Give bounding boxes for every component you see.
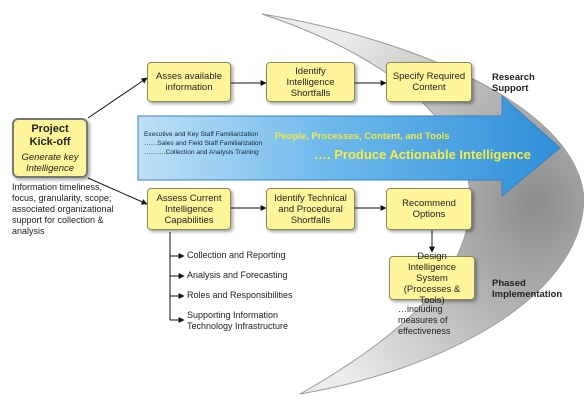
phased-implementation-label: Phased Implementation: [492, 278, 563, 300]
kickoff-subtitle: Generate key Intelligence: [21, 151, 79, 174]
recommend-options-box: Recommend Options: [386, 188, 472, 230]
list-item-collection: Collection and Reporting: [187, 250, 286, 260]
list-item-roles: Roles and Responsibilities: [187, 290, 293, 300]
band-headline: People, Processes, Content, and Tools: [275, 131, 450, 142]
kickoff-box: Project Kick-off Generate key Intelligen…: [12, 118, 88, 178]
band-tagline: …. Produce Actionable Intelligence: [314, 147, 531, 162]
intel-shortfalls-box: Identify Intelligence Shortfalls: [266, 62, 355, 102]
list-item-it-infrastructure: Supporting Information Technology Infras…: [187, 310, 289, 331]
assess-capabilities-box: Assess Current Intelligence Capabilities: [147, 188, 231, 230]
tech-shortfalls-box: Identify Technical and Procedural Shortf…: [266, 188, 355, 230]
arrow-kickoff-top: [87, 77, 148, 119]
assess-info-box: Asses available information: [147, 62, 231, 102]
design-note: …including measures of effectiveness: [398, 304, 451, 336]
research-support-label: Research Support: [492, 72, 535, 94]
band-line-1: Executive and Key Staff Familiarization: [144, 131, 259, 138]
required-content-box: Specify Required Content: [386, 62, 472, 102]
band-line-2: ……Sales and Field Staff Familiarization: [144, 140, 263, 147]
band-line-3: ……….Collection and Analysis Training: [144, 149, 259, 156]
band-arrow: [137, 94, 561, 198]
design-system-box: Design Intelligence System (Processes & …: [389, 251, 475, 306]
kickoff-note: Information timeliness, focus, granulari…: [12, 182, 114, 236]
arrow-kickoff-bottom: [87, 177, 148, 205]
kickoff-title: Project Kick-off: [29, 122, 71, 148]
band-left-text: Executive and Key Staff Familiarization …: [144, 130, 262, 157]
list-item-analysis: Analysis and Forecasting: [187, 270, 288, 280]
